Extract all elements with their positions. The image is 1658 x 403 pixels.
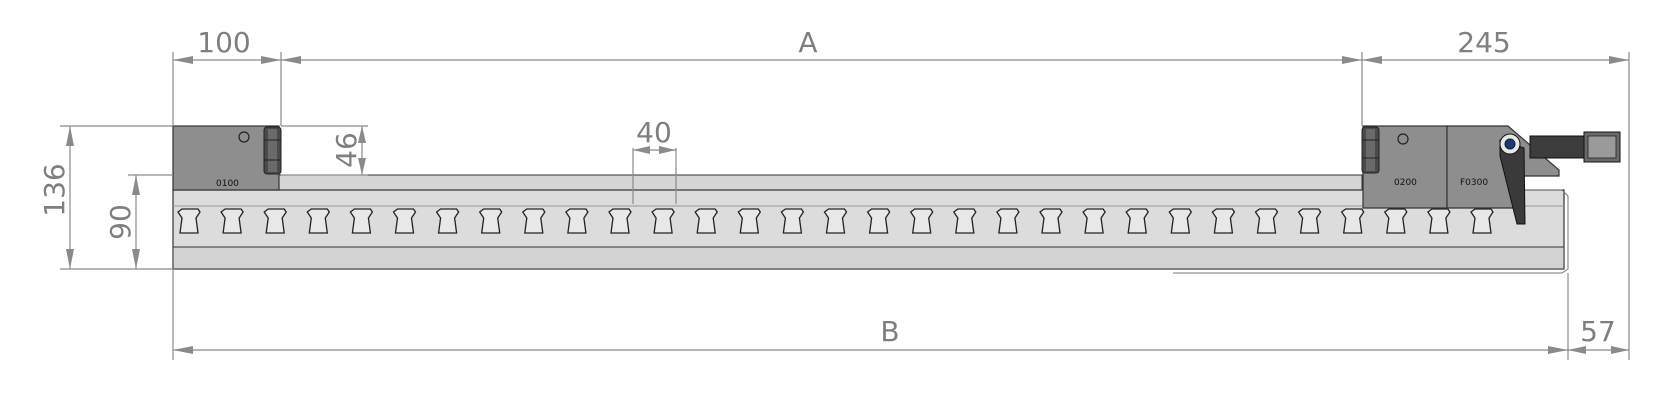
right-jaw-label: 0200 <box>1394 178 1417 188</box>
t-slot <box>392 208 417 234</box>
t-slot <box>1254 208 1279 234</box>
dimension-90-label: 90 <box>104 204 137 240</box>
t-slot <box>177 208 201 234</box>
dimension-b <box>173 346 1568 354</box>
t-slot <box>565 208 589 234</box>
t-slot <box>651 208 675 234</box>
t-slot <box>1168 208 1193 234</box>
t-slot <box>866 208 891 234</box>
dimension-90 <box>132 175 140 269</box>
clamp-unit <box>1446 125 1621 225</box>
dimension-136 <box>66 126 74 269</box>
t-slot-row <box>177 208 1494 234</box>
t-slot <box>220 208 244 234</box>
t-slot <box>737 208 762 234</box>
dimension-a <box>281 56 1362 64</box>
extension-lines <box>60 52 1630 360</box>
t-slot <box>1211 208 1236 234</box>
t-slot <box>823 208 848 234</box>
dimension-100-label: 100 <box>197 26 250 59</box>
dimension-46 <box>358 126 366 175</box>
dimension-40-label: 40 <box>636 116 672 149</box>
t-slot <box>435 208 460 234</box>
left-jaw-label: 0100 <box>216 179 239 189</box>
t-slot <box>608 208 632 234</box>
right-jaw <box>1361 125 1448 209</box>
left-jaw <box>172 125 282 191</box>
t-slot <box>1125 208 1149 234</box>
t-slot <box>1470 208 1494 234</box>
dimension-100 <box>173 56 281 64</box>
dimension-245-label: 245 <box>1457 26 1510 59</box>
t-slot <box>349 208 374 234</box>
t-slot <box>1340 208 1365 234</box>
t-slot <box>478 208 503 234</box>
t-slot <box>1383 208 1408 234</box>
t-slot <box>780 208 805 234</box>
t-slot <box>952 208 977 234</box>
t-slot <box>306 208 331 234</box>
t-slot <box>1082 208 1106 234</box>
clamp-label: F0300 <box>1460 178 1488 188</box>
t-slot <box>1297 208 1322 234</box>
dimension-46-label: 46 <box>330 132 363 168</box>
t-slot <box>1427 208 1451 234</box>
t-slot <box>521 208 546 234</box>
t-slot <box>996 208 1020 234</box>
dimension-40 <box>633 146 676 154</box>
t-slot <box>909 208 934 234</box>
t-slot <box>1039 208 1063 234</box>
t-slot <box>694 208 718 234</box>
dimension-136-label: 136 <box>38 163 71 216</box>
dimension-b-label: B <box>880 315 899 348</box>
dimension-57 <box>1568 346 1629 354</box>
t-slot <box>263 208 287 234</box>
rail-body <box>172 174 1569 274</box>
dimension-245 <box>1362 56 1629 64</box>
dimension-57-label: 57 <box>1580 315 1616 348</box>
dimension-a-label: A <box>798 26 817 59</box>
